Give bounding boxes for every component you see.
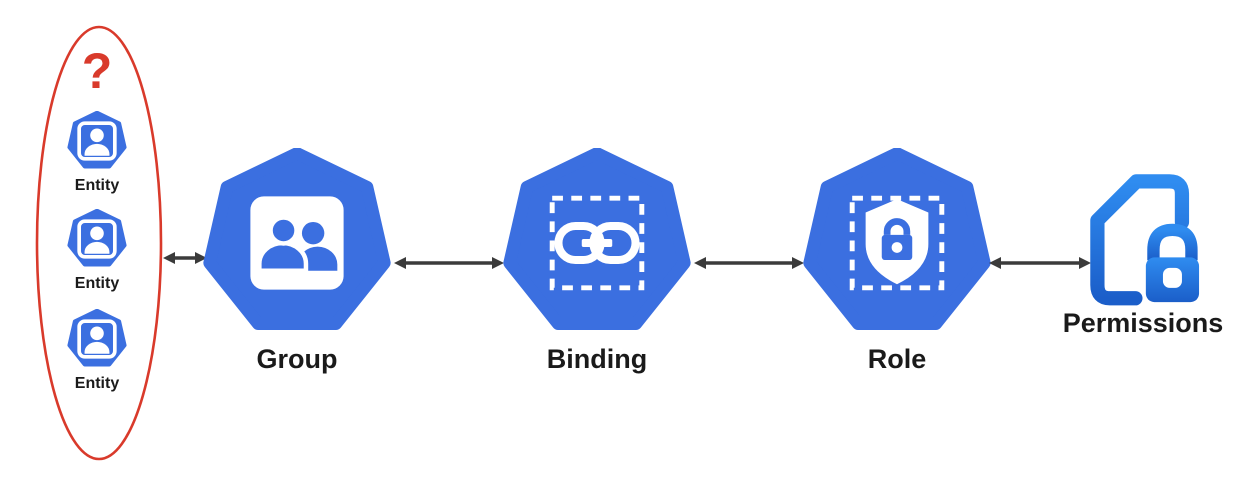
entity-node-2: Entity [57,209,137,293]
group-heptagon [203,148,391,331]
bidirectional-arrow-entities-group [163,252,207,264]
group-label: Group [256,344,338,374]
bidirectional-arrow-binding-role [694,257,804,269]
document-outline [1090,174,1190,306]
entities-grouping-ellipse [35,25,163,461]
entity-node-1: Entity [57,111,137,195]
users-icon [257,215,338,274]
dashed-square-badge [849,195,945,291]
entity-label: Entity [74,177,120,194]
group-node: Group [202,148,392,375]
permissions-label: Permissions [1062,308,1224,338]
shield-lock-icon [865,199,929,285]
role-heptagon [803,148,991,331]
role-label: Role [867,344,927,374]
person-icon [77,319,117,359]
file-lock-icon [1090,174,1200,306]
entity-label: Entity [74,275,120,292]
uncertainty-question-mark: ? [81,43,113,99]
binding-node: Binding [502,148,692,375]
binding-heptagon [503,148,691,331]
role-node: Role [802,148,992,375]
person-heptagon-icon [67,309,127,367]
person-icon [77,219,117,259]
person-heptagon-icon [67,111,127,169]
lock-icon [1145,223,1200,303]
person-heptagon-icon [67,209,127,267]
entity-label: Entity [74,375,120,392]
binding-label: Binding [546,344,648,374]
entity-node-3: Entity [57,309,137,393]
dashed-square-badge [549,195,645,291]
person-icon [77,121,117,161]
bidirectional-arrow-role-permissions [989,257,1091,269]
bidirectional-arrow-group-binding [394,257,504,269]
permissions-node: Permissions [1058,168,1228,339]
